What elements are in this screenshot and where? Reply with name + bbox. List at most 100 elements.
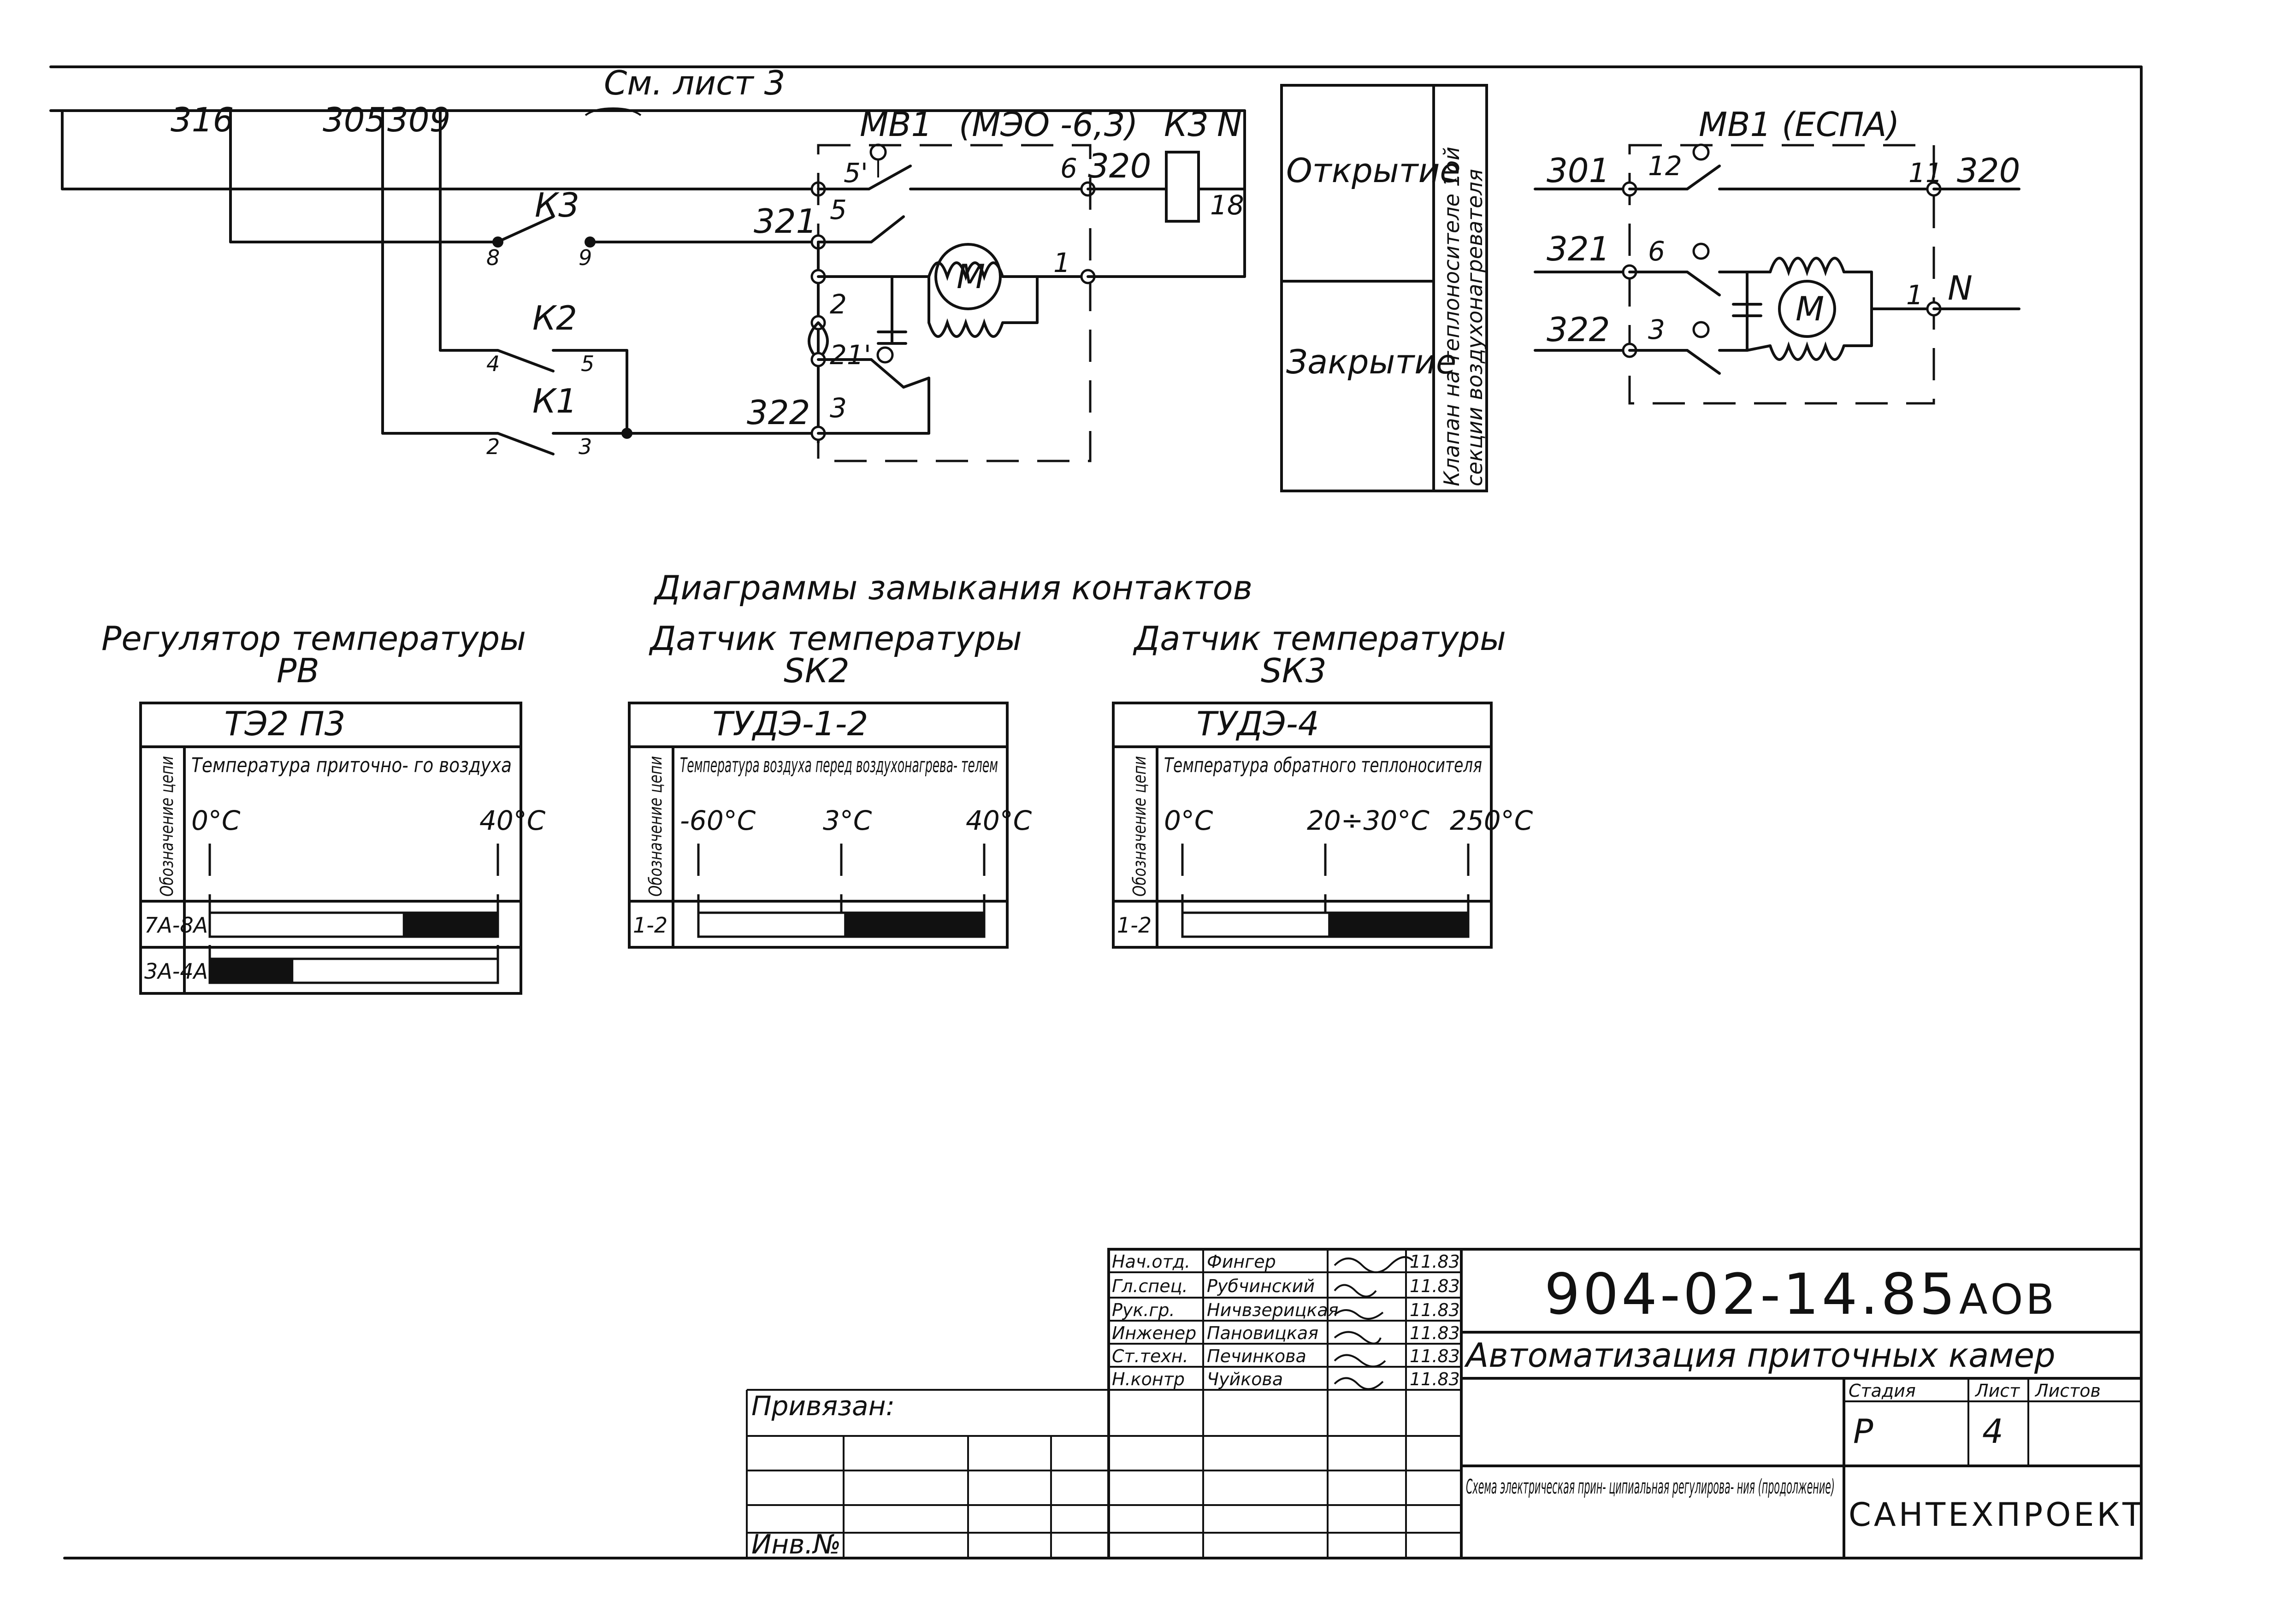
name-2: Ничвзерицкая [1207, 1300, 1338, 1320]
terminal-18: 18 [1210, 189, 1244, 221]
alt-wire-321: 321 [1547, 230, 1610, 268]
scale-label: -60°С [680, 805, 756, 836]
alt-motor-symbol: M [1796, 289, 1824, 328]
motor-title: МВ1 [860, 105, 932, 144]
scale-label: 0°С [191, 805, 241, 836]
wire-305: 305 [323, 100, 386, 139]
alt-terminal-6: 6 [1648, 236, 1665, 267]
alt-terminal-11: 11 [1908, 157, 1943, 189]
stage-header: Стадия [1849, 1381, 1916, 1401]
date-3: 11.83 [1410, 1323, 1460, 1343]
date-0: 11.83 [1410, 1252, 1460, 1272]
role-4: Ст.техн. [1112, 1346, 1188, 1366]
contact-k1-pin-a: 2 [486, 434, 500, 459]
role-5: Н.контр [1112, 1369, 1185, 1389]
alt-wire-322: 322 [1547, 310, 1610, 349]
panel-title: Регулятор температуры [101, 619, 526, 658]
title-block: Привязан: Инв.№ Нач.отд. Гл.спец. Рук.гр… [746, 1248, 2143, 1560]
valve-table: Открытие Закрытие Клапан на теплоносител… [1280, 84, 1488, 492]
motor-type: (МЭО -6,3) [959, 105, 1138, 144]
contact-k1-label: К1 [532, 382, 577, 420]
date-2: 11.83 [1410, 1300, 1460, 1320]
control-schematic: См. лист 3 316 305 309 320 5' 6 18 МВ1 (… [49, 64, 1246, 462]
diagrams-heading: Диаграммы замыкания контактов [653, 568, 1252, 607]
alt-wire-301: 301 [1547, 151, 1610, 190]
name-0: Фингер [1207, 1252, 1276, 1272]
terminal-2: 2 [830, 289, 847, 320]
scale-label: 3°С [823, 805, 872, 836]
date-1: 11.83 [1410, 1276, 1460, 1296]
wire-320: 320 [1088, 147, 1151, 185]
panel-model: ТУДЭ-4 [1196, 704, 1319, 743]
motor-symbol: M [957, 257, 985, 296]
alt-terminal-1: 1 [1906, 279, 1923, 311]
wire-309: 309 [387, 100, 450, 139]
contact-k1-pin-b: 3 [579, 434, 592, 459]
contact-k3-pin-b: 9 [579, 245, 592, 270]
panel-title: Датчик температуры [1133, 619, 1506, 658]
contact-k2-pin-a: 4 [486, 351, 500, 376]
doc-code: 904-02-14.85 [1544, 1262, 1958, 1327]
sheet-header: Лист [1974, 1381, 2020, 1401]
scale-label: 40°С [479, 805, 546, 836]
row-circuit: 1-2 [633, 913, 668, 938]
project-title: Автоматизация приточных камер [1464, 1336, 2056, 1375]
alt-wire-n: N [1948, 269, 1973, 307]
sheets-header: Листов [2034, 1381, 2101, 1401]
inv-label: Инв.№ [751, 1529, 841, 1560]
date-4: 11.83 [1410, 1346, 1460, 1366]
wire-316: 316 [171, 100, 234, 139]
panel-model: ТЭ2 П3 [224, 704, 346, 743]
signatures [1334, 1256, 1414, 1390]
panel-frame [1112, 702, 1493, 949]
contact-closed-segment [210, 959, 294, 983]
contact-k3-pin-a: 8 [486, 245, 500, 270]
contact-k3-label: К3 [535, 186, 579, 224]
row-circuit: 1-2 [1117, 913, 1152, 938]
name-5: Чуйкова [1207, 1369, 1283, 1389]
panel-desc: Температура приточно- го воздуха [191, 754, 512, 777]
valve-note-2: секции воздухонагревателя [1462, 169, 1487, 486]
doc-suffix: АОВ [1959, 1276, 2057, 1324]
valve-open: Открытие [1286, 151, 1460, 190]
terminal-21: 21' [830, 339, 871, 371]
panel-row-header: Обозначение цепи [157, 756, 177, 897]
panel-sub: SК2 [784, 651, 850, 690]
role-0: Нач.отд. [1112, 1252, 1190, 1272]
terminal-5: 5 [830, 194, 847, 225]
sheet-title-1: Схема электрическая прин- ципиальная рег… [1466, 1475, 1835, 1499]
valve-close: Закрытие [1286, 343, 1456, 381]
panel-desc: Температура обратного теплоносителя [1164, 754, 1482, 777]
panel-sub: РВ [277, 651, 319, 690]
panel-desc: Температура воздуха перед воздухонагрева… [680, 754, 998, 777]
terminal-3: 3 [830, 392, 847, 424]
role-2: Рук.гр. [1112, 1300, 1175, 1320]
terminal-6: 6 [1060, 153, 1077, 184]
panel-frame [139, 702, 522, 995]
ref-note: См. лист 3 [604, 64, 785, 102]
relay-k3-label: К3 [1164, 105, 1209, 144]
scale-label: 20÷30°С [1307, 805, 1430, 836]
terminal-5p: 5' [844, 157, 868, 189]
wire-321: 321 [754, 202, 817, 241]
alt-schematic: МВ1 (ЕСПА) 301 320 12 11 321 6 322 3 [1534, 105, 2020, 405]
role-1: Гл.спец. [1112, 1276, 1188, 1296]
scale-label: 40°С [966, 805, 1032, 836]
alt-wire-320: 320 [1957, 151, 2020, 190]
terminal-1: 1 [1053, 247, 1070, 278]
role-3: Инженер [1112, 1323, 1196, 1343]
panel-sub: SК3 [1261, 651, 1327, 690]
wire-322: 322 [747, 393, 810, 432]
name-3: Пановицкая [1207, 1323, 1318, 1343]
contact-k2-pin-b: 5 [581, 351, 594, 376]
alt-terminal-12: 12 [1648, 150, 1682, 182]
sheet-no: 4 [1982, 1412, 2003, 1451]
contact-closed-segment [844, 913, 984, 937]
scale-label: 0°С [1164, 805, 1213, 836]
bound-label: Привязан: [751, 1390, 895, 1422]
diagram-panel-sk2: Датчик температурыSК2ТУДЭ-1-2Обозначение… [628, 619, 1032, 949]
panel-title: Датчик температуры [649, 619, 1022, 658]
